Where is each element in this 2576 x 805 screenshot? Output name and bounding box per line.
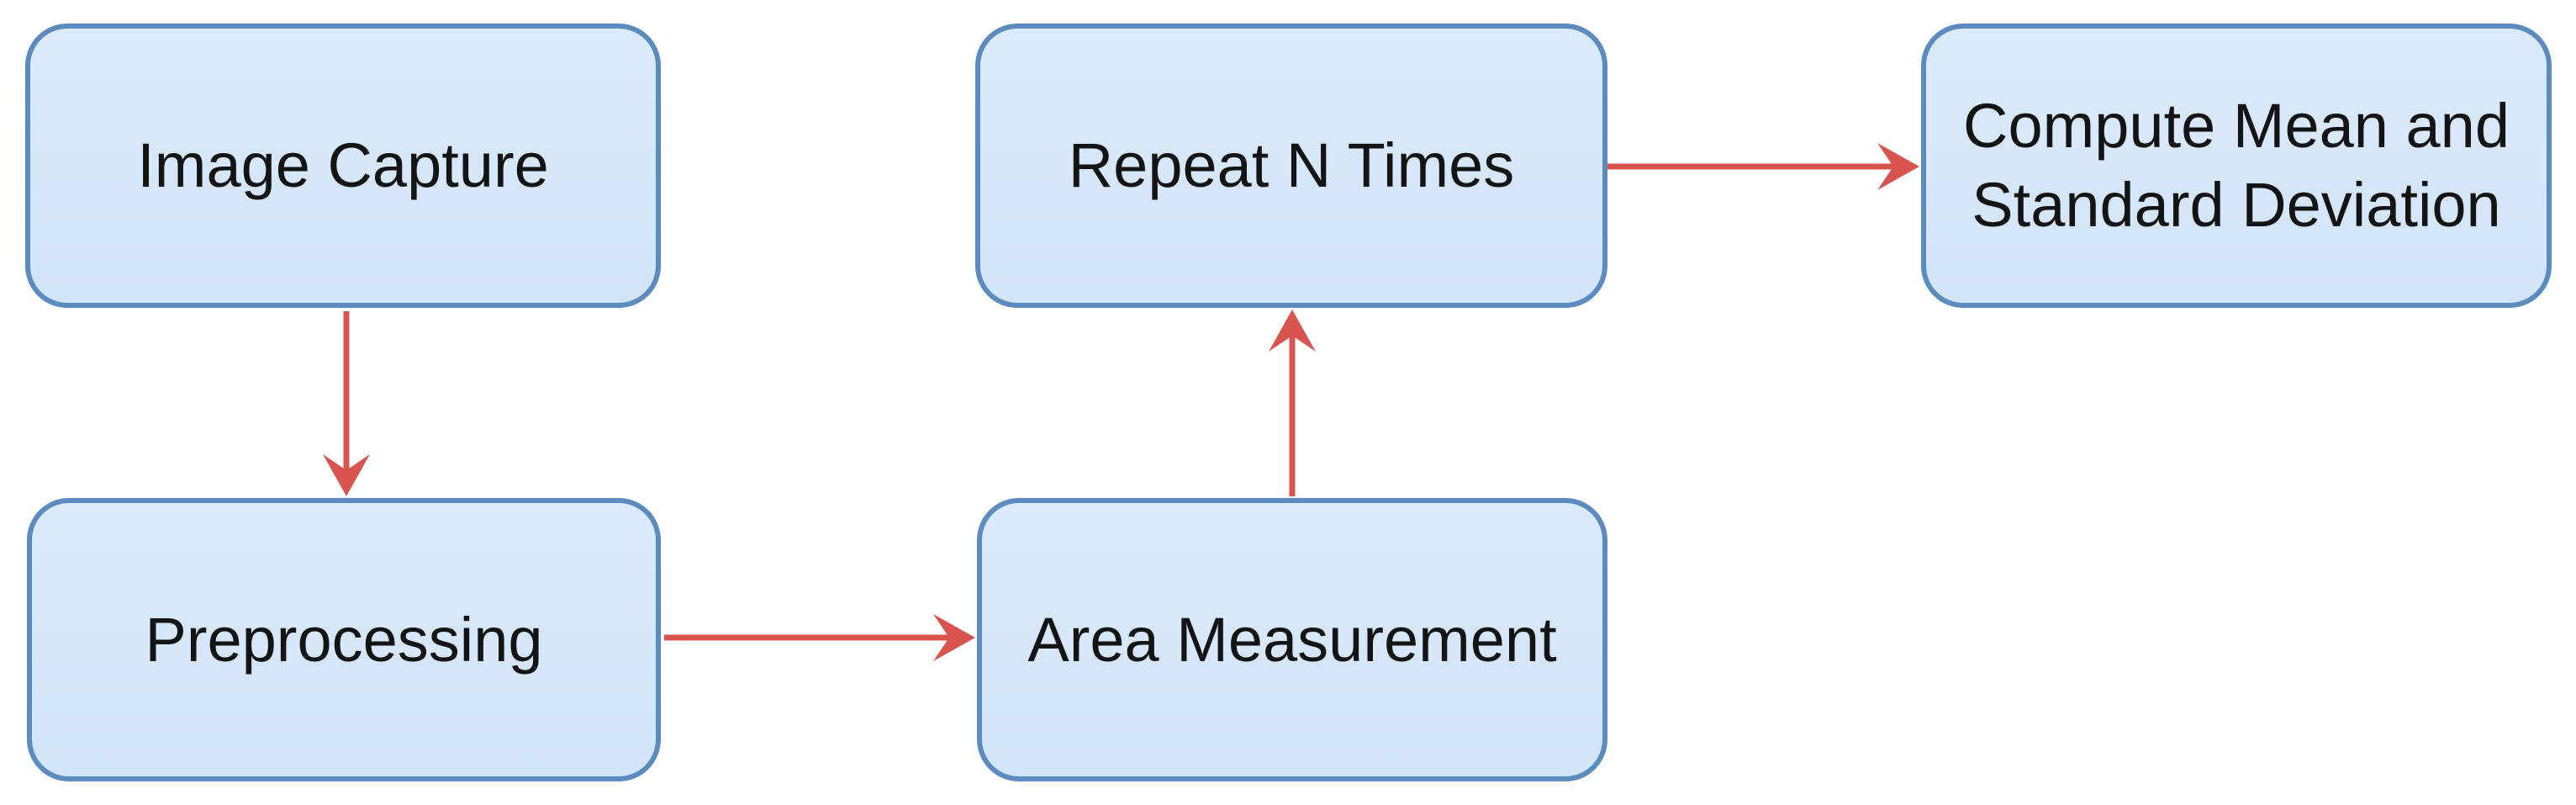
node-compute-mean-std: Compute Mean and Standard Deviation xyxy=(1921,24,2552,308)
node-compute-mean-std-label: Compute Mean and Standard Deviation xyxy=(1963,91,2510,240)
node-repeat-n-times-label: Repeat N Times xyxy=(1068,130,1515,201)
node-image-capture-label: Image Capture xyxy=(137,130,549,201)
node-area-measurement: Area Measurement xyxy=(977,498,1607,781)
node-repeat-n-times: Repeat N Times xyxy=(975,24,1607,308)
node-image-capture: Image Capture xyxy=(25,24,661,308)
arrow-area-measurement-to-repeat-n-times xyxy=(1269,310,1316,496)
arrow-preprocessing-to-area-measurement xyxy=(664,614,975,661)
arrow-repeat-n-times-to-compute-mean-std xyxy=(1607,143,1919,190)
node-preprocessing: Preprocessing xyxy=(27,498,661,781)
node-preprocessing-label: Preprocessing xyxy=(145,604,543,675)
arrow-image-capture-to-preprocessing xyxy=(323,311,370,496)
node-area-measurement-label: Area Measurement xyxy=(1027,604,1557,675)
